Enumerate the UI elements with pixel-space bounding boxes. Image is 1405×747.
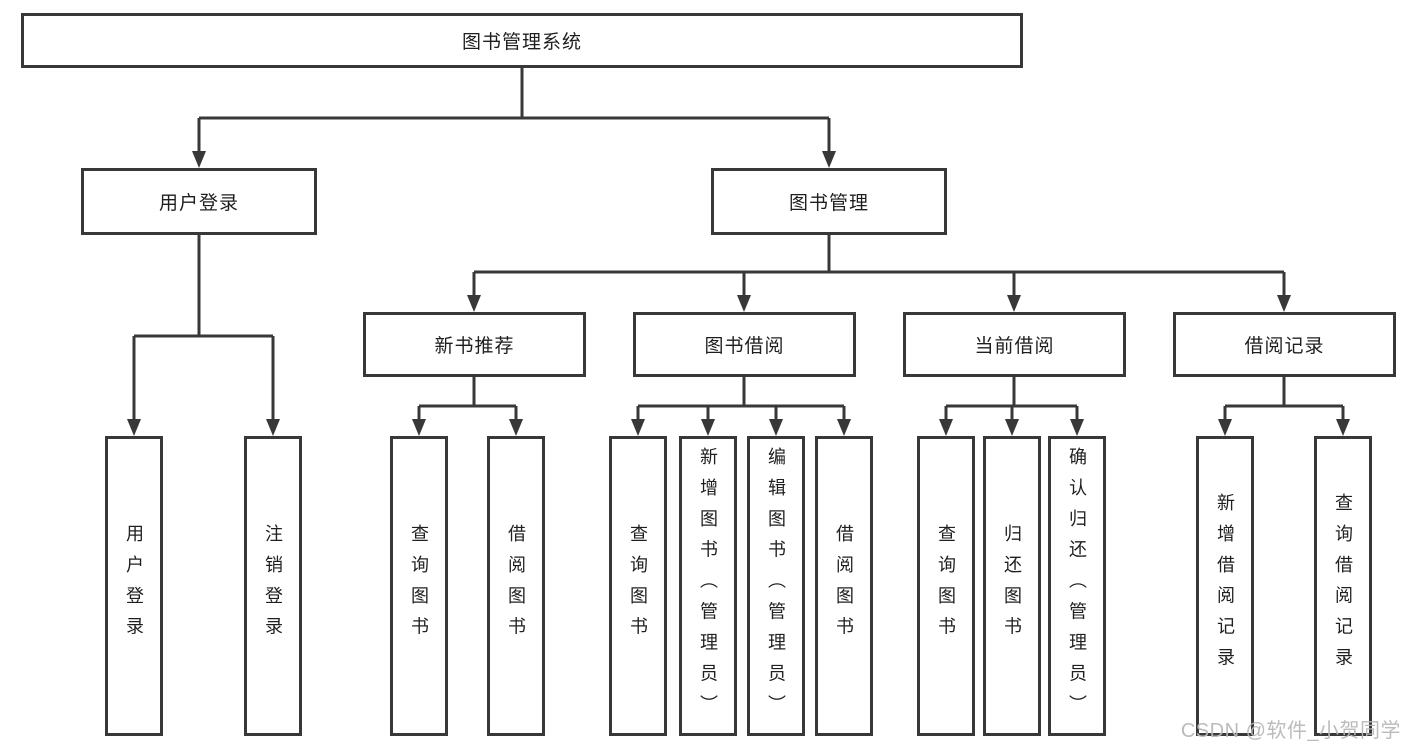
leaf-borrow-query-label: 查询图书 — [628, 524, 648, 648]
leaf-newbook-query: 查询图书 — [390, 436, 448, 736]
edge-root-to-level2 — [192, 68, 836, 168]
leaf-user-login: 用户登录 — [105, 436, 163, 736]
edge-userlogin-to-leaves — [127, 235, 280, 436]
leaf-borrow-edit-label: 编辑图书（管理员） — [766, 446, 786, 726]
edge-bookborrow-to-leaves — [631, 377, 851, 436]
node-book-borrow-label: 图书借阅 — [704, 336, 785, 357]
leaf-borrow-edit: 编辑图书（管理员） — [747, 436, 805, 736]
leaf-newbook-borrow-label: 借阅图书 — [506, 524, 526, 648]
leaf-logout: 注销登录 — [244, 436, 302, 736]
leaf-current-confirm: 确认归还（管理员） — [1048, 436, 1106, 736]
node-new-book-rec-label: 新书推荐 — [434, 336, 515, 357]
node-user-login: 用户登录 — [81, 168, 317, 235]
leaf-borrow-borrow: 借阅图书 — [815, 436, 873, 736]
node-user-login-label: 用户登录 — [158, 193, 239, 214]
edge-currentborrow-to-leaves — [939, 377, 1084, 436]
node-borrow-records: 借阅记录 — [1173, 312, 1396, 377]
edge-bookmgmt-to-level3 — [467, 235, 1291, 312]
leaf-borrow-add: 新增图书（管理员） — [679, 436, 737, 736]
leaf-current-confirm-label: 确认归还（管理员） — [1067, 446, 1087, 726]
leaf-current-return: 归还图书 — [983, 436, 1041, 736]
node-root-label: 图书管理系统 — [461, 32, 582, 53]
leaf-user-login-label: 用户登录 — [124, 524, 144, 648]
leaf-newbook-borrow: 借阅图书 — [487, 436, 545, 736]
node-current-borrow: 当前借阅 — [903, 312, 1126, 377]
watermark: CSDN @软件_小贺同学 — [1180, 720, 1401, 742]
leaf-newbook-query-label: 查询图书 — [409, 524, 429, 648]
leaf-records-query: 查询借阅记录 — [1314, 436, 1372, 736]
leaf-borrow-add-label: 新增图书（管理员） — [698, 446, 718, 726]
leaf-records-query-label: 查询借阅记录 — [1333, 493, 1353, 679]
leaf-logout-label: 注销登录 — [263, 524, 283, 648]
leaf-current-query-label: 查询图书 — [936, 524, 956, 648]
node-new-book-rec: 新书推荐 — [363, 312, 586, 377]
node-current-borrow-label: 当前借阅 — [974, 336, 1055, 357]
leaf-borrow-borrow-label: 借阅图书 — [834, 524, 854, 648]
leaf-current-return-label: 归还图书 — [1002, 524, 1022, 648]
leaf-records-add: 新增借阅记录 — [1196, 436, 1254, 736]
node-book-mgmt: 图书管理 — [711, 168, 947, 235]
node-root: 图书管理系统 — [21, 13, 1023, 68]
node-borrow-records-label: 借阅记录 — [1244, 336, 1325, 357]
leaf-borrow-query: 查询图书 — [609, 436, 667, 736]
edge-newbook-to-leaves — [412, 377, 523, 436]
leaf-current-query: 查询图书 — [917, 436, 975, 736]
node-book-borrow: 图书借阅 — [633, 312, 856, 377]
edge-borrowrecords-to-leaves — [1218, 377, 1350, 436]
leaf-records-add-label: 新增借阅记录 — [1215, 493, 1235, 679]
node-book-mgmt-label: 图书管理 — [788, 193, 869, 214]
